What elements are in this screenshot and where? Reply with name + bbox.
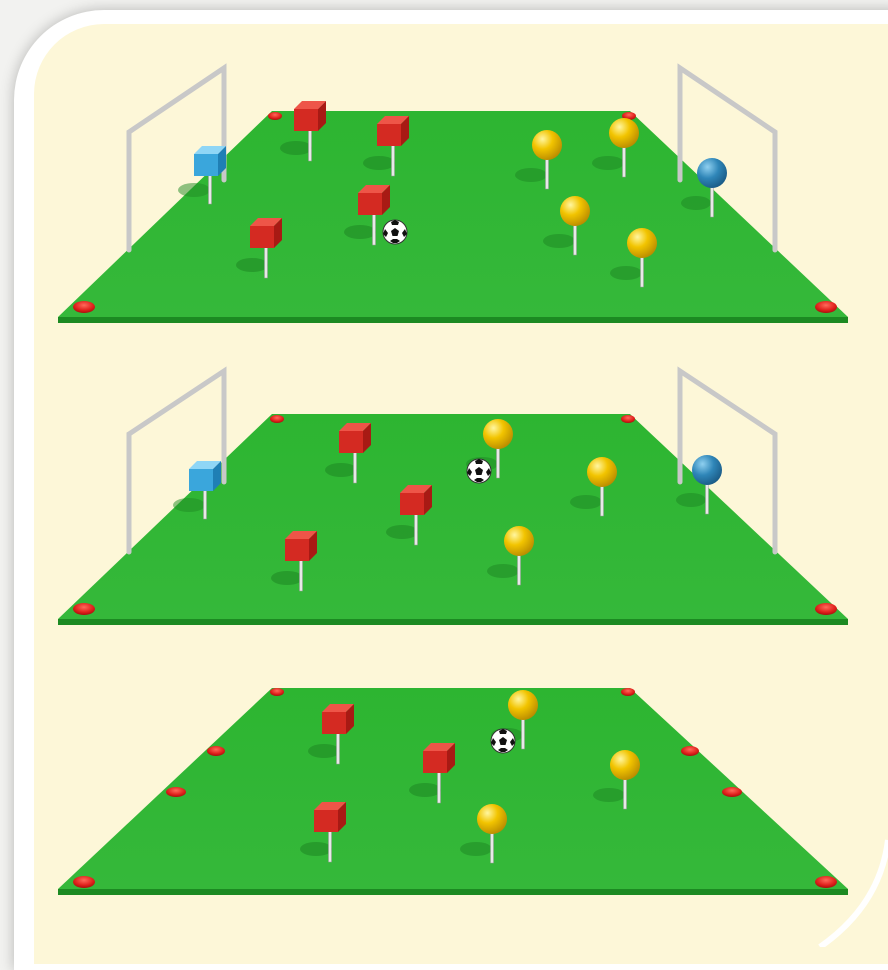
pitch [58, 111, 848, 317]
cone-icon [73, 876, 95, 888]
pitch [58, 414, 848, 619]
pitch-edge [58, 889, 848, 895]
cone-icon [815, 603, 837, 615]
cone-icon [270, 688, 284, 696]
panel-1 [58, 68, 848, 323]
soccer-ball-icon [383, 220, 407, 244]
cone-icon [73, 301, 95, 313]
drill-diagram [0, 0, 888, 947]
pitch-edge [58, 317, 848, 323]
cone-icon [621, 688, 635, 696]
cone-icon [722, 787, 742, 797]
panel-2 [58, 371, 848, 625]
pitch-edge [58, 619, 848, 625]
soccer-ball-icon [491, 729, 515, 753]
cone-icon [681, 746, 699, 756]
cone-icon [621, 415, 635, 423]
cone-icon [73, 603, 95, 615]
soccer-ball-icon [467, 459, 491, 483]
panel-3 [58, 688, 848, 895]
cone-icon [207, 746, 225, 756]
cone-icon [815, 876, 837, 888]
cone-icon [815, 301, 837, 313]
cone-icon [166, 787, 186, 797]
cone-icon [268, 112, 282, 120]
cone-icon [270, 415, 284, 423]
